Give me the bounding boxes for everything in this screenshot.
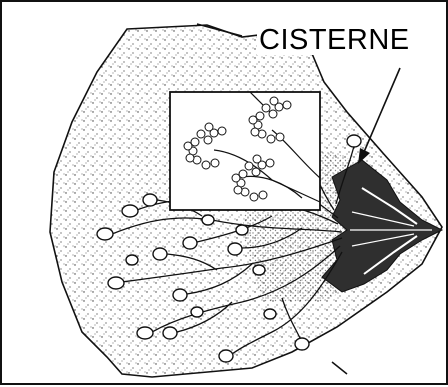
cisterne-label: CISTERNE [257,26,412,55]
callout-leader-line [364,68,400,152]
magnified-inset [170,92,320,210]
